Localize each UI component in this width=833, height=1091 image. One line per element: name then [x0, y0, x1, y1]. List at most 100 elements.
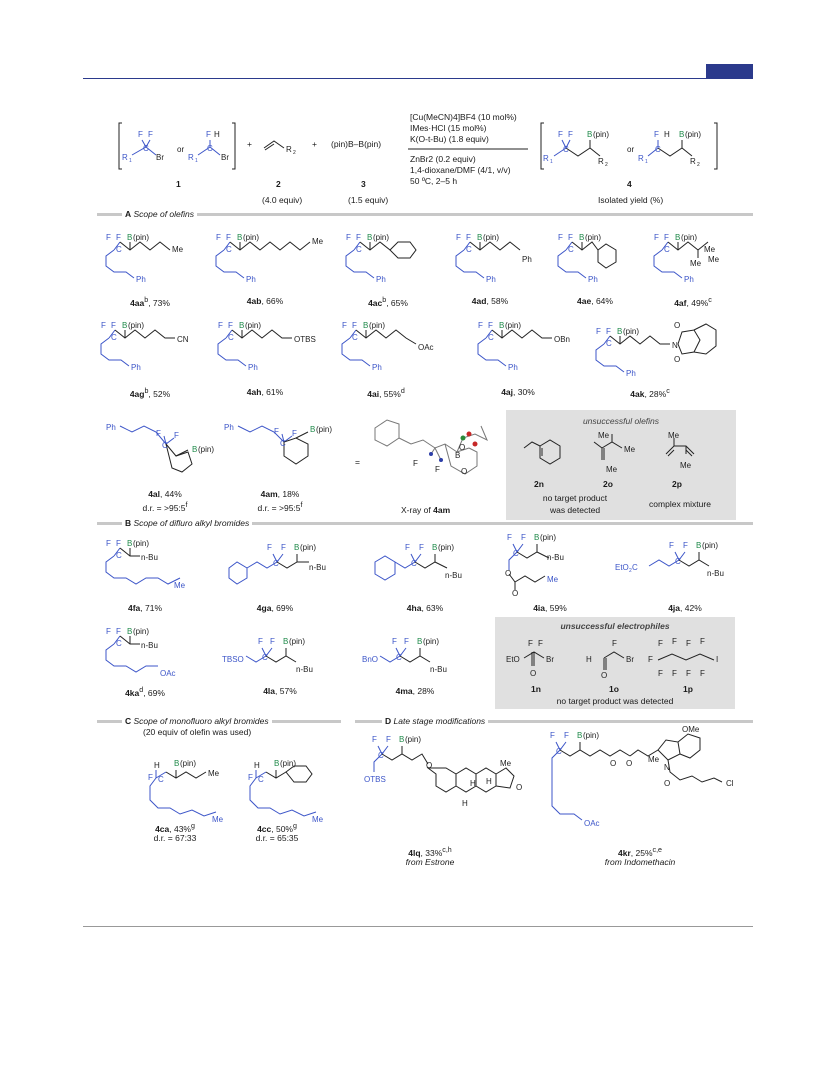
svg-text:2: 2: [697, 162, 700, 168]
svg-text:2: 2: [293, 150, 296, 156]
svg-text:Ph: Ph: [248, 363, 258, 372]
label-4: 4: [627, 179, 632, 189]
unsuccessful-olefins-note-c: complex mixture: [649, 499, 711, 509]
svg-text:BnO: BnO: [362, 655, 378, 664]
svg-text:H: H: [586, 655, 592, 664]
svg-text:F: F: [654, 233, 659, 242]
svg-text:n-Bu: n-Bu: [296, 665, 313, 674]
label-3-equiv: (1.5 equiv): [348, 195, 389, 205]
svg-text:I: I: [716, 655, 718, 664]
compound-4la-label: 4la, 57%: [263, 686, 297, 696]
svg-text:F: F: [218, 321, 223, 330]
svg-text:Me: Me: [680, 461, 692, 470]
svg-text:(pin): (pin): [133, 627, 149, 636]
compound-4fa-label: 4fa, 71%: [127, 603, 163, 613]
unsuccessful-electrophiles-note: no target product was detected: [556, 696, 674, 706]
svg-text:F: F: [521, 533, 526, 542]
svg-text:(pin): (pin): [685, 130, 701, 139]
svg-text:B: B: [294, 543, 299, 552]
svg-text:F: F: [558, 130, 563, 139]
svg-text:(pin): (pin): [405, 735, 421, 744]
compound-4cc-label: 4cc, 50%g: [257, 822, 297, 834]
svg-text:(pin): (pin): [128, 321, 144, 330]
compound-4af-label: 4af, 49%c: [674, 296, 712, 308]
svg-text:Ph: Ph: [486, 275, 496, 284]
svg-text:O: O: [530, 669, 536, 678]
svg-text:O: O: [626, 759, 632, 768]
svg-text:F: F: [648, 655, 653, 664]
svg-text:N: N: [664, 763, 670, 772]
compound-4ak-label: 4ak, 28%c: [630, 387, 670, 399]
svg-text:F: F: [669, 541, 674, 550]
svg-text:F: F: [658, 639, 663, 648]
svg-text:C: C: [352, 333, 358, 342]
svg-text:B: B: [239, 321, 244, 330]
svg-text:(pin): (pin): [438, 543, 454, 552]
plus-sign: +: [247, 139, 252, 149]
svg-text:C: C: [513, 549, 519, 558]
svg-text:(pin): (pin): [316, 425, 332, 434]
svg-text:2: 2: [629, 568, 632, 574]
compound-4lq-label: 4lq, 33%c,h: [408, 846, 452, 858]
compound-4ah-label: 4ah, 61%: [246, 387, 284, 397]
svg-text:EtO: EtO: [506, 655, 520, 664]
section-a-rule: [97, 213, 753, 216]
svg-text:F: F: [106, 539, 111, 548]
svg-text:Me: Me: [708, 255, 720, 264]
svg-text:OAc: OAc: [418, 343, 434, 352]
svg-text:O: O: [459, 443, 465, 452]
svg-text:Me: Me: [208, 769, 220, 778]
svg-text:O: O: [664, 779, 670, 788]
compound-4ka-label: 4kad, 69%: [125, 686, 165, 698]
svg-text:R: R: [543, 154, 549, 163]
svg-text:F: F: [356, 233, 361, 242]
svg-text:B: B: [363, 321, 368, 330]
xray-structure-4am: BFF OO: [374, 419, 488, 476]
svg-text:n-Bu: n-Bu: [309, 563, 326, 572]
unsuccessful-electrophiles-title: unsuccessful electrophiles: [560, 621, 670, 631]
svg-text:F: F: [228, 321, 233, 330]
section-d-heading: D Late stage modifications: [382, 716, 489, 726]
svg-text:C: C: [228, 333, 234, 342]
svg-text:(pin): (pin): [702, 541, 718, 550]
svg-text:F: F: [404, 637, 409, 646]
svg-text:Ph: Ph: [626, 369, 636, 378]
svg-text:F: F: [216, 233, 221, 242]
svg-text:N: N: [672, 341, 678, 350]
xray-caption: X-ray of 4am: [401, 505, 451, 515]
equals-sign: =: [355, 457, 360, 467]
svg-text:F: F: [392, 637, 397, 646]
compound-4ae-label: 4ae, 64%: [577, 296, 613, 306]
svg-text:B: B: [174, 759, 179, 768]
svg-text:OBn: OBn: [554, 335, 570, 344]
svg-text:F: F: [664, 233, 669, 242]
svg-text:C: C: [606, 339, 612, 348]
label-2-equiv: (4.0 equiv): [262, 195, 303, 205]
svg-text:Br: Br: [546, 655, 554, 664]
compound-4cc: FHC B(pin) Me: [248, 759, 324, 824]
svg-text:(pin): (pin): [245, 321, 261, 330]
electrophile-1o-label: 1o: [609, 684, 619, 694]
svg-text:O: O: [512, 589, 518, 598]
svg-text:O: O: [601, 671, 607, 680]
svg-text:F: F: [606, 327, 611, 336]
svg-text:F: F: [568, 233, 573, 242]
svg-text:Ph: Ph: [372, 363, 382, 372]
svg-text:TBSO: TBSO: [222, 655, 244, 664]
svg-text:B: B: [367, 233, 372, 242]
svg-text:Me: Me: [624, 445, 636, 454]
svg-text:F: F: [507, 533, 512, 542]
reaction-arrow: [408, 148, 528, 150]
svg-text:(pin): (pin): [300, 543, 316, 552]
svg-text:B: B: [579, 233, 584, 242]
svg-text:(pin): (pin): [280, 759, 296, 768]
svg-text:F: F: [281, 543, 286, 552]
svg-text:Ph: Ph: [684, 275, 694, 284]
